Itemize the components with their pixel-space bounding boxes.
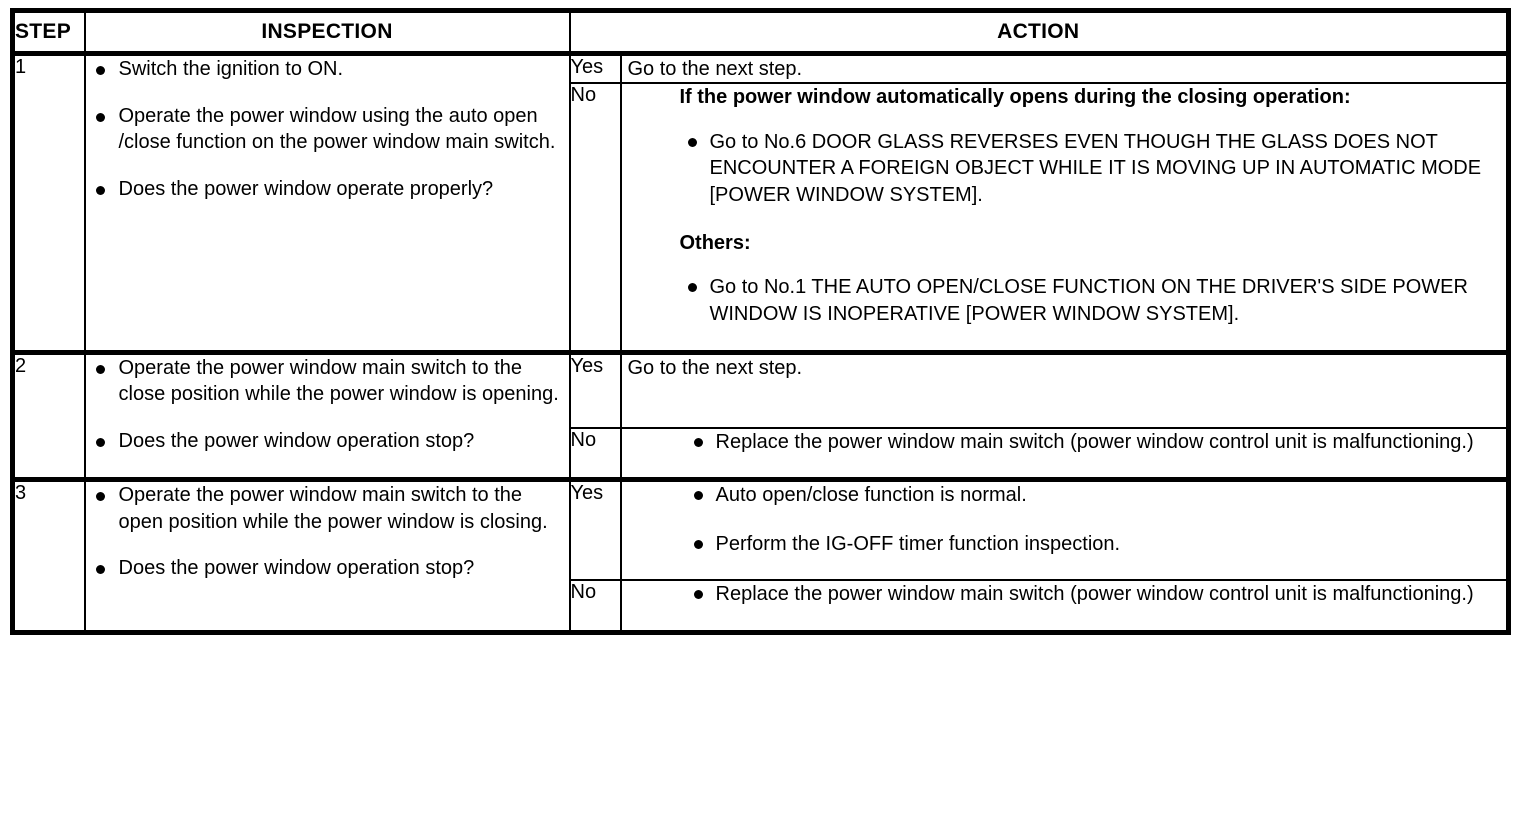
column-header-step: STEP: [11, 9, 86, 55]
action-cell-step-1-yes: Go to the next step.: [619, 51, 1510, 84]
table-row-step-2-no: No Replace the power window main switch …: [13, 426, 1510, 481]
list-item: Does the power window operate properly?: [86, 176, 569, 203]
table-row-step-3-no: No Replace the power window main switch …: [13, 579, 1510, 634]
list-item: Go to No.1 THE AUTO OPEN/CLOSE FUNCTION …: [680, 274, 1507, 327]
inspection-cell-step-1: Switch the ignition to ON. Operate the p…: [83, 51, 571, 354]
step-number-3: 3: [11, 477, 86, 634]
inspection-bullet-list-step-3: Operate the power window main switch to …: [86, 482, 569, 582]
action-cell-step-2-no: Replace the power window main switch (po…: [619, 426, 1510, 481]
branch-label-step-3-no: No: [568, 579, 622, 634]
branch-label-step-3-yes: Yes: [568, 477, 622, 582]
action-text: Go to the next step.: [627, 58, 803, 80]
list-item: Does the power window operation stop?: [86, 555, 569, 582]
list-item: Perform the IG-OFF timer function inspec…: [686, 531, 1507, 558]
diagnostic-procedure-table: STEP INSPECTION ACTION 1 Switch the igni…: [10, 8, 1512, 635]
inspection-cell-step-2: Operate the power window main switch to …: [83, 349, 571, 481]
action-bullet-list-step-3-yes: Auto open/close function is normal. Perf…: [686, 482, 1507, 557]
table-row-step-1-no: No If the power window automatically ope…: [13, 81, 1510, 354]
branch-label-step-2-no: No: [568, 426, 622, 481]
action-subheading-others: Others:: [679, 232, 751, 255]
list-item: Switch the ignition to ON.: [86, 56, 569, 83]
action-cell-step-1-no: If the power window automatically opens …: [619, 81, 1510, 354]
action-cell-step-3-no: Replace the power window main switch (po…: [619, 579, 1510, 634]
inspection-bullet-list-step-1: Switch the ignition to ON. Operate the p…: [86, 56, 569, 202]
list-item: Replace the power window main switch (po…: [686, 581, 1507, 608]
table-row-step-1-yes: 1 Switch the ignition to ON. Operate the…: [11, 51, 1510, 354]
list-item: Operate the power window main switch to …: [86, 482, 569, 535]
action-bullet-list-step-2-no: Replace the power window main switch (po…: [686, 429, 1507, 456]
list-item: Auto open/close function is normal.: [686, 482, 1507, 509]
inspection-bullet-list-step-2: Operate the power window main switch to …: [86, 355, 569, 455]
list-item: Go to No.6 DOOR GLASS REVERSES EVEN THOU…: [680, 129, 1507, 209]
action-bullet-list-primary: Go to No.6 DOOR GLASS REVERSES EVEN THOU…: [680, 129, 1507, 209]
column-header-inspection: INSPECTION: [83, 9, 571, 55]
step-number-1: 1: [11, 51, 86, 354]
table-row-step-2-yes: 2 Operate the power window main switch t…: [11, 349, 1510, 481]
action-bullet-list-others: Go to No.1 THE AUTO OPEN/CLOSE FUNCTION …: [680, 274, 1507, 327]
action-cell-step-2-yes: Go to the next step.: [619, 349, 1510, 429]
inspection-cell-step-3: Operate the power window main switch to …: [83, 477, 571, 634]
branch-label-step-2-yes: Yes: [568, 349, 622, 429]
step-number-2: 2: [11, 349, 86, 481]
list-item: Replace the power window main switch (po…: [686, 429, 1507, 456]
branch-label-step-1-yes: Yes: [568, 51, 622, 84]
action-text: Go to the next step.: [627, 356, 803, 379]
action-bullet-list-step-3-no: Replace the power window main switch (po…: [686, 581, 1507, 608]
action-heading-closing-operation: If the power window automatically opens …: [679, 86, 1351, 108]
branch-label-step-1-no: No: [568, 81, 622, 354]
table-header-row: STEP INSPECTION ACTION: [11, 9, 1510, 55]
column-header-action: ACTION: [568, 9, 1510, 55]
list-item: Does the power window operation stop?: [86, 428, 569, 455]
action-cell-step-3-yes: Auto open/close function is normal. Perf…: [619, 477, 1510, 582]
list-item: Operate the power window main switch to …: [86, 355, 569, 408]
list-item: Operate the power window using the auto …: [86, 103, 569, 156]
table-row-step-3-yes: 3 Operate the power window main switch t…: [11, 477, 1510, 634]
